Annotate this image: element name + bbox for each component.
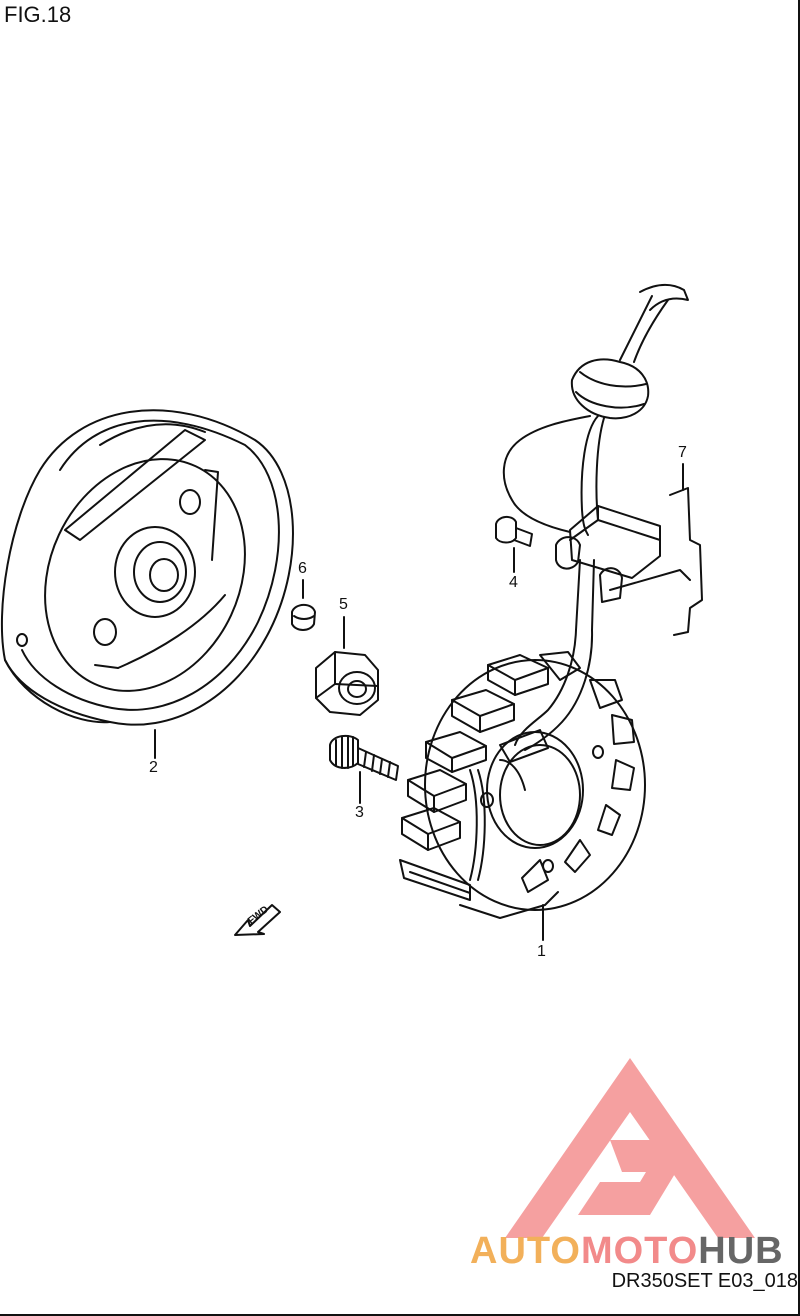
- watermark-hub: HUB: [698, 1230, 784, 1272]
- fwd-arrow-icon: [234, 904, 281, 936]
- callout-4: 4: [509, 574, 518, 591]
- diagram-code: DR350SET E03_018: [611, 1270, 798, 1292]
- watermark-brand: AUTOMOTOHUB: [470, 1230, 784, 1273]
- callout-6: 6: [298, 560, 307, 577]
- watermark-auto: AUTO: [470, 1230, 581, 1272]
- automotohub-logo-icon: [505, 1058, 755, 1238]
- callout-7: 7: [678, 444, 687, 461]
- stator-bolt[interactable]: [329, 734, 399, 781]
- callout-3: 3: [355, 804, 364, 821]
- clamp-screw[interactable]: [495, 516, 533, 547]
- rotor-nut[interactable]: [315, 651, 379, 716]
- stator-assembly[interactable]: [399, 629, 646, 919]
- pulser-coil-bracket[interactable]: [555, 487, 703, 636]
- watermark-moto: MOTO: [580, 1230, 699, 1272]
- callout-1: 1: [537, 943, 546, 960]
- woodruff-key[interactable]: [291, 603, 316, 631]
- callout-5: 5: [339, 596, 348, 613]
- callout-2: 2: [149, 759, 158, 776]
- flywheel-rotor[interactable]: [0, 409, 294, 726]
- figure-label: FIG.18: [4, 2, 72, 27]
- wiring-harness[interactable]: [502, 284, 689, 631]
